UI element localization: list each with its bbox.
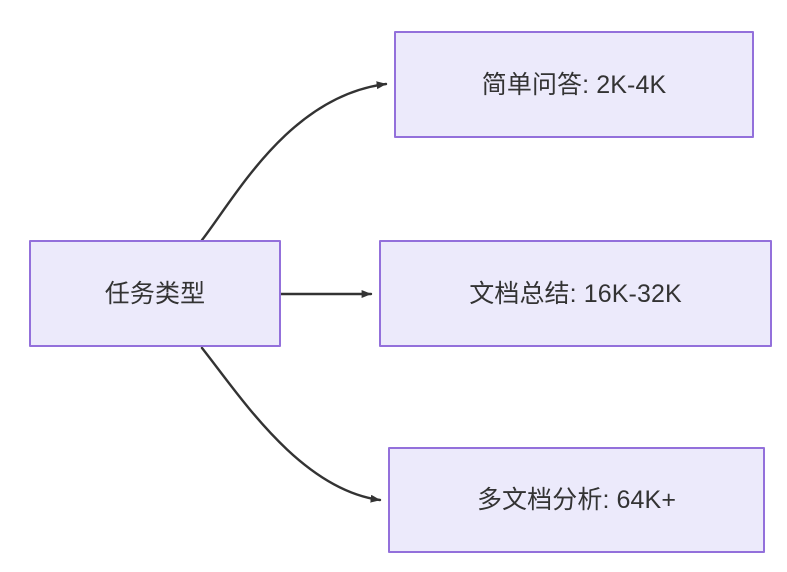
edge-source-to-multi-doc <box>200 346 382 503</box>
node-label: 多文档分析: 64K+ <box>476 486 677 514</box>
edge-source-to-simple-qa <box>200 81 388 242</box>
node-document-summary[interactable]: 文档总结: 16K-32K <box>379 240 772 347</box>
node-label: 文档总结: 16K-32K <box>469 279 682 308</box>
node-label: 简单问答: 2K-4K <box>481 70 667 99</box>
node-simple-qa[interactable]: 简单问答: 2K-4K <box>394 31 754 138</box>
node-multi-document-analysis[interactable]: 多文档分析: 64K+ <box>388 447 765 553</box>
node-label: 任务类型 <box>104 279 206 308</box>
node-task-type[interactable]: 任务类型 <box>29 240 281 347</box>
